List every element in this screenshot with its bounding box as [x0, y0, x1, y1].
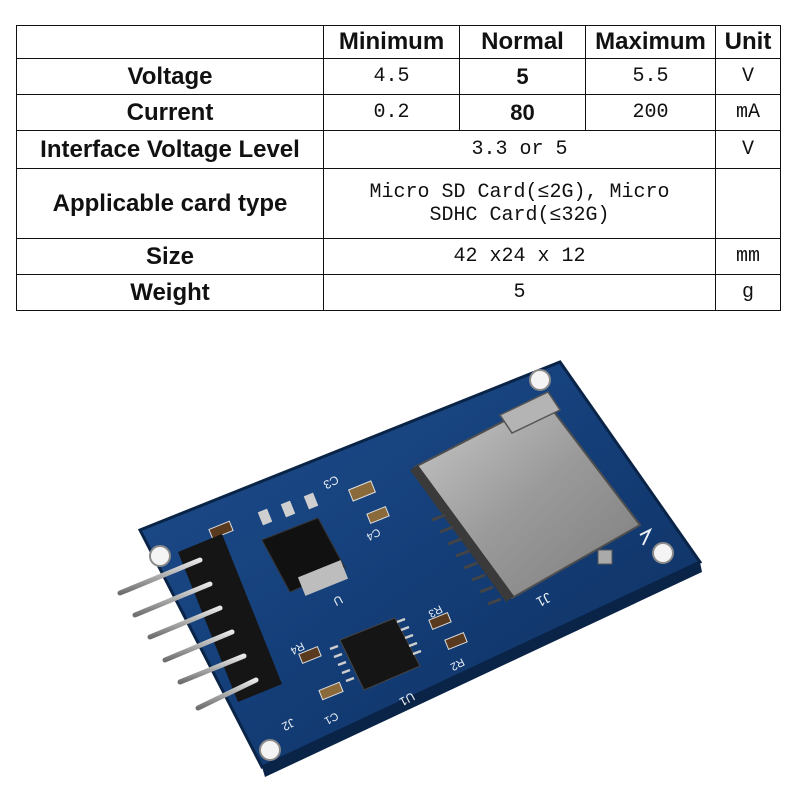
current-label: Current	[16, 94, 324, 131]
voltage-normal: 5	[459, 58, 586, 95]
label-r4: R4	[288, 639, 306, 656]
voltage-unit: V	[715, 58, 781, 95]
socket-top-tab	[498, 391, 562, 434]
microsd-module-illustration: J1 U C3 C4 R R3 R2 R4 C1	[117, 360, 703, 777]
header-minimum: Minimum	[323, 25, 460, 59]
header-row: Minimum Normal Maximum Unit	[16, 25, 781, 59]
ic-body	[339, 617, 421, 691]
header-maximum: Maximum	[585, 25, 716, 59]
header-empty-cell	[16, 25, 324, 59]
weight-label: Weight	[16, 274, 324, 311]
voltage-row: Voltage 4.5 5 5.5 V	[16, 58, 781, 95]
resistor-r2	[444, 631, 468, 651]
regulator-pin	[257, 508, 273, 526]
interface-value: 3.3 or 5	[323, 130, 716, 169]
spec-table: Minimum Normal Maximum Unit Voltage 4.5 …	[16, 25, 781, 311]
current-row: Current 0.2 80 200 mA	[16, 94, 781, 131]
weight-value: 5	[323, 274, 716, 311]
socket-clip	[597, 549, 613, 565]
label-r2: R2	[448, 655, 466, 672]
interface-label: Interface Voltage Level	[16, 130, 324, 169]
voltage-label: Voltage	[16, 58, 324, 95]
resistor-r	[208, 520, 234, 540]
interface-unit: V	[715, 130, 781, 169]
mounting-hole	[652, 542, 674, 564]
regulator-pin	[280, 500, 296, 518]
microsd-module-photo: J1 U C3 C4 R R3 R2 R4 C1	[0, 330, 800, 800]
label-j1: J1	[533, 589, 554, 610]
card-value-line1: Micro SD Card(≤2G), Micro	[369, 180, 670, 204]
card-row: Applicable card type Micro SD Card(≤2G),…	[16, 168, 781, 239]
weight-unit: g	[715, 274, 781, 311]
resistor-r3	[428, 611, 452, 631]
card-label: Applicable card type	[16, 168, 324, 239]
card-unit	[715, 168, 781, 239]
card-value-line2: SDHC Card(≤32G)	[429, 203, 610, 227]
header-pins-j2: J2	[117, 534, 297, 734]
capacitor-c1	[318, 681, 344, 701]
current-max: 200	[585, 94, 716, 131]
smd-components: C3 C4 R R3 R2 R4 C1	[208, 472, 468, 727]
label-c1: C1	[322, 709, 340, 726]
voltage-regulator: U	[257, 492, 349, 609]
current-normal: 80	[459, 94, 586, 131]
mounting-holes	[149, 369, 674, 761]
socket-contacts	[431, 513, 502, 606]
regulator-tab	[297, 560, 349, 596]
level-shifter-ic: U1	[329, 617, 422, 709]
regulator-pin	[303, 492, 319, 510]
header-pin	[117, 557, 203, 596]
resistor-r4	[298, 645, 322, 665]
size-row: Size 42 x24 x 12 mm	[16, 238, 781, 275]
header-pin	[147, 605, 223, 640]
header-pin	[177, 653, 247, 685]
microsd-socket: J1	[410, 391, 642, 611]
ic-pins	[329, 617, 422, 683]
card-value: Micro SD Card(≤2G), Micro SDHC Card(≤32G…	[323, 168, 716, 239]
current-unit: mA	[715, 94, 781, 131]
header-plastic	[178, 534, 282, 702]
size-label: Size	[16, 238, 324, 275]
size-value: 42 x24 x 12	[323, 238, 716, 275]
mounting-hole	[149, 545, 171, 567]
voltage-max: 5.5	[585, 58, 716, 95]
label-u1: U1	[397, 689, 417, 709]
label-c3: C3	[321, 472, 341, 492]
arrow-mark	[639, 527, 653, 546]
voltage-min: 4.5	[323, 58, 460, 95]
capacitor-c3	[347, 480, 377, 502]
capacitor-c4	[366, 505, 390, 525]
mounting-hole	[259, 739, 281, 761]
interface-row: Interface Voltage Level 3.3 or 5 V	[16, 130, 781, 169]
header-pin	[162, 629, 235, 663]
header-pin-set	[117, 557, 259, 711]
label-c4: C4	[364, 525, 382, 542]
mounting-hole	[529, 369, 551, 391]
pcb-board-edge	[262, 562, 702, 777]
current-min: 0.2	[323, 94, 460, 131]
header-unit: Unit	[715, 25, 781, 59]
weight-row: Weight 5 g	[16, 274, 781, 311]
header-pin	[195, 677, 259, 711]
size-unit: mm	[715, 238, 781, 275]
label-r3: R3	[426, 602, 444, 619]
header-normal: Normal	[459, 25, 586, 59]
label-j2: J2	[279, 715, 297, 733]
header-pin	[132, 581, 213, 618]
socket-slot	[410, 465, 514, 602]
